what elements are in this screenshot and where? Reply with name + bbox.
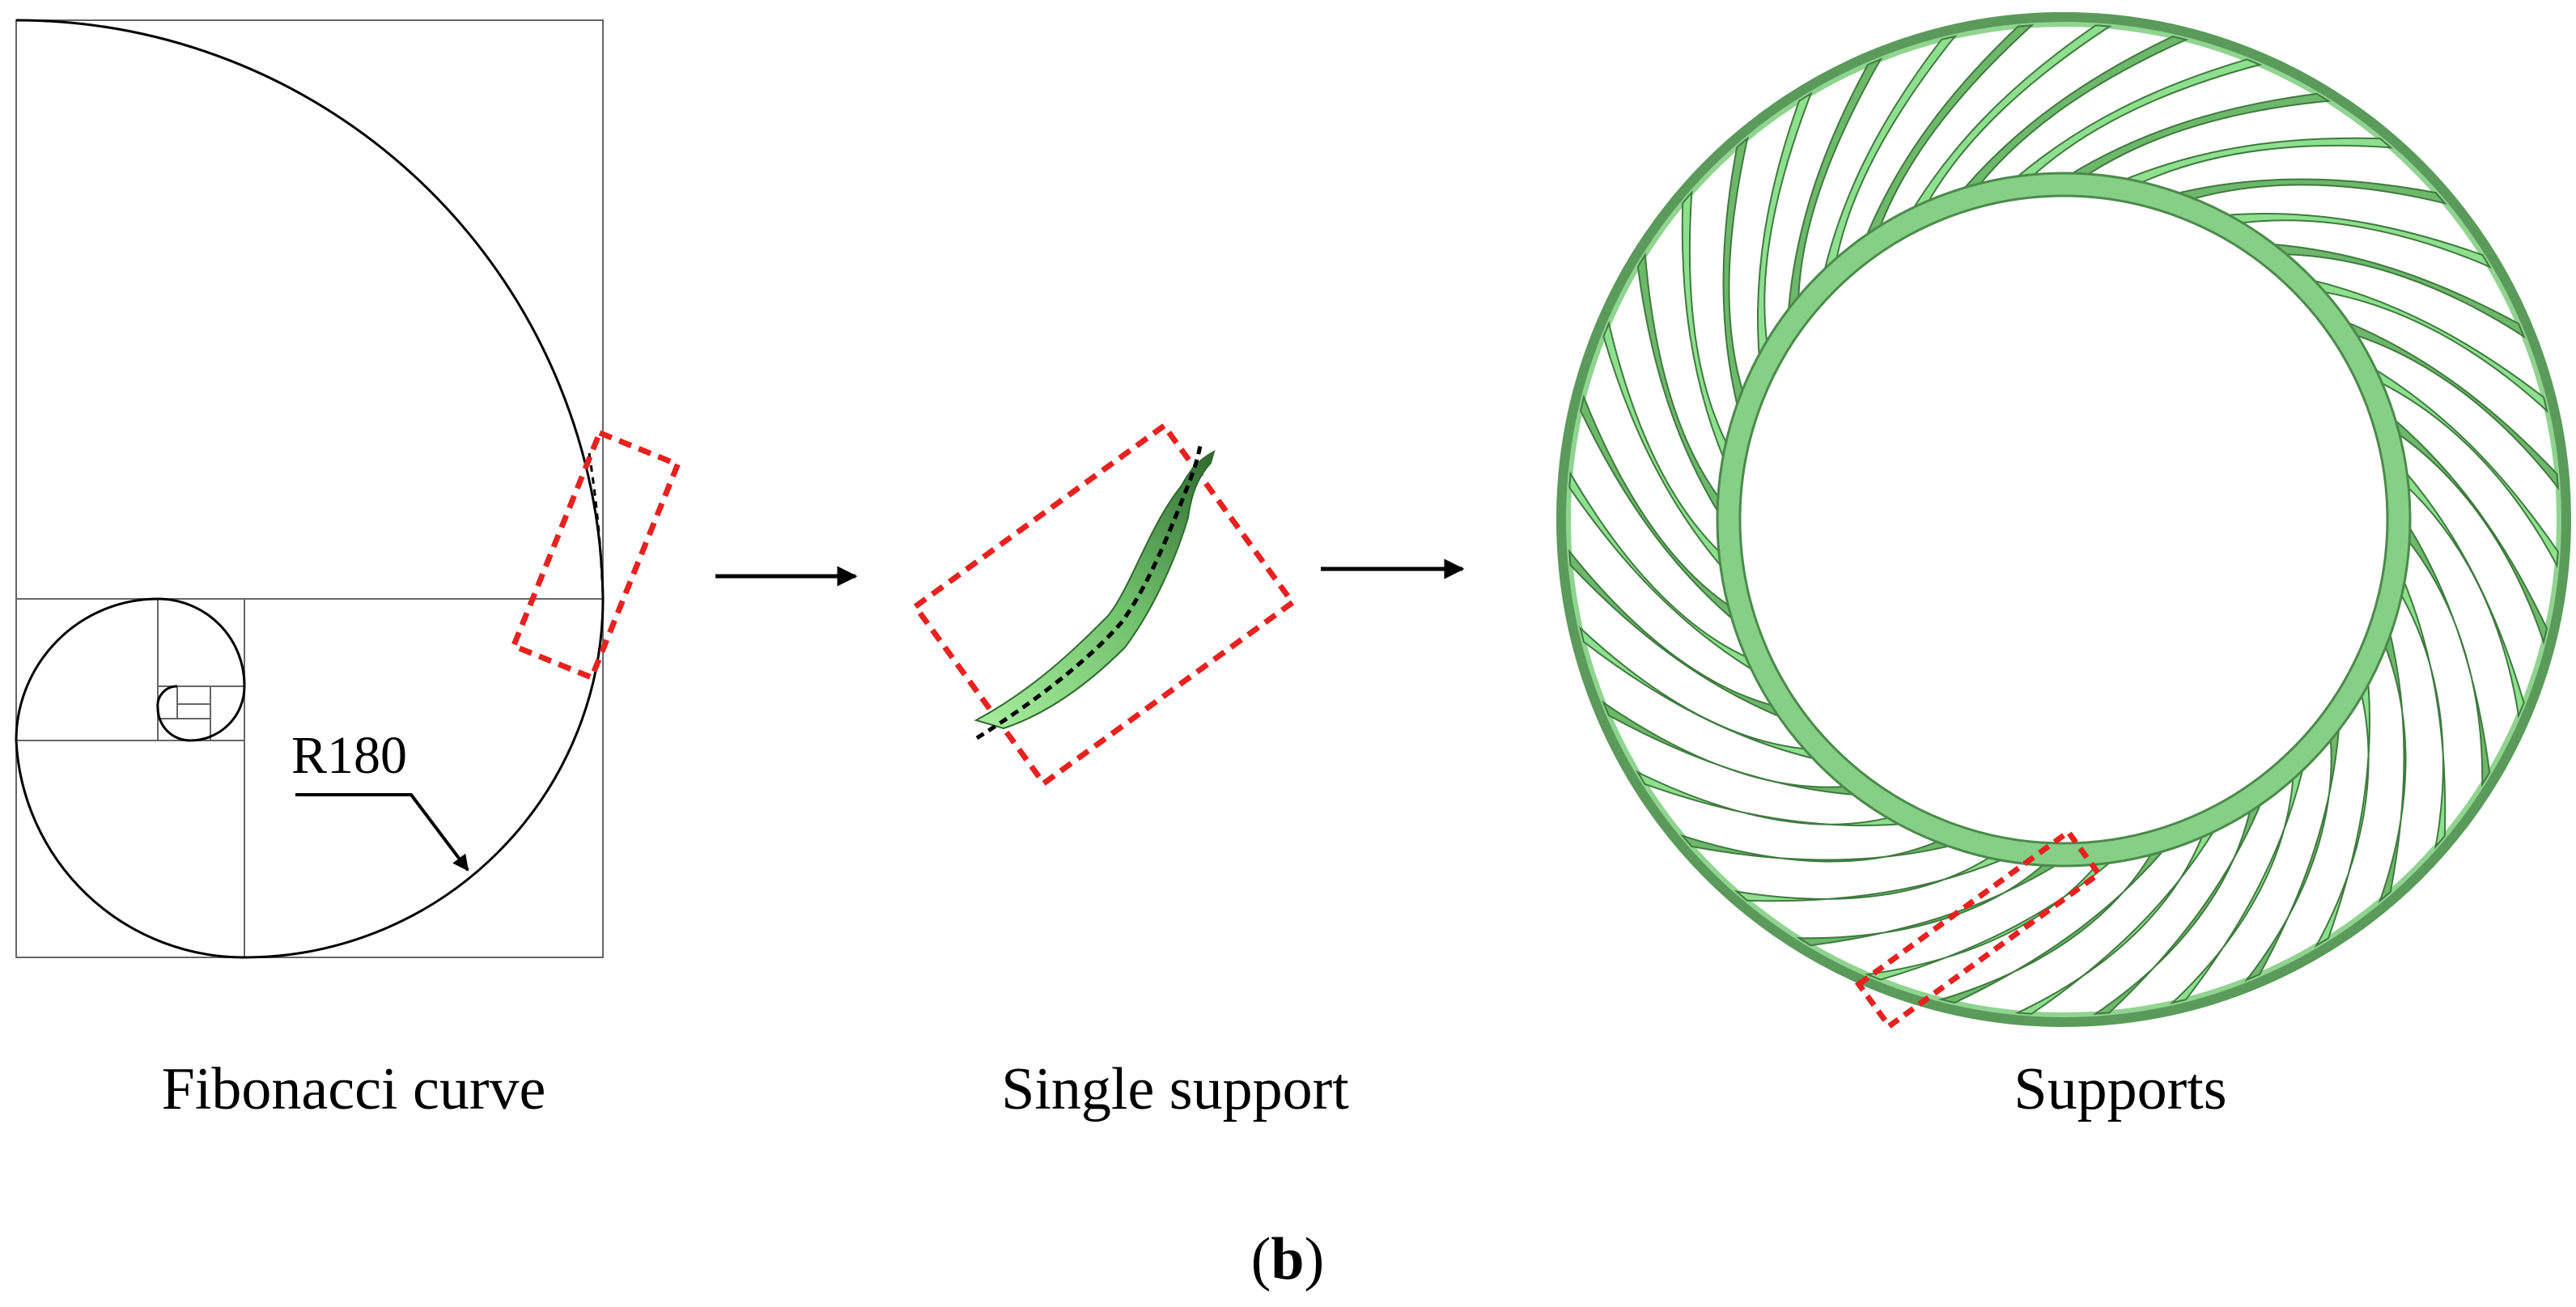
highlight-box	[911, 422, 1296, 787]
support-blade	[974, 449, 1216, 730]
single-support-caption: Single support	[1001, 1056, 1349, 1122]
radius-leader-arrow	[295, 793, 469, 872]
radius-label: R180	[291, 726, 407, 785]
inner-ring	[1717, 173, 2410, 866]
support-blade	[2378, 611, 2407, 904]
curve-dashed-segment	[588, 452, 605, 600]
support-blade	[1681, 190, 1736, 480]
highlight-box	[510, 429, 681, 681]
support-centerline	[975, 440, 1203, 740]
supports-caption: Supports	[2014, 1056, 2226, 1122]
golden-rectangle-grid	[15, 19, 604, 958]
support-blade	[2391, 559, 2447, 850]
support-blade	[1734, 847, 2024, 902]
single-support-panel: Single support	[911, 422, 1349, 1122]
support-blade	[2155, 178, 2447, 206]
support-blade	[1722, 136, 1750, 428]
figure-label: (b)	[1251, 1226, 1324, 1292]
supports-panel: Supports	[1556, 12, 2571, 1122]
fibonacci-panel: R180 Fibonacci curve	[15, 19, 681, 1122]
fibonacci-caption: Fibonacci curve	[162, 1056, 546, 1122]
fibonacci-spiral	[15, 19, 605, 959]
support-blade	[1680, 834, 1972, 863]
